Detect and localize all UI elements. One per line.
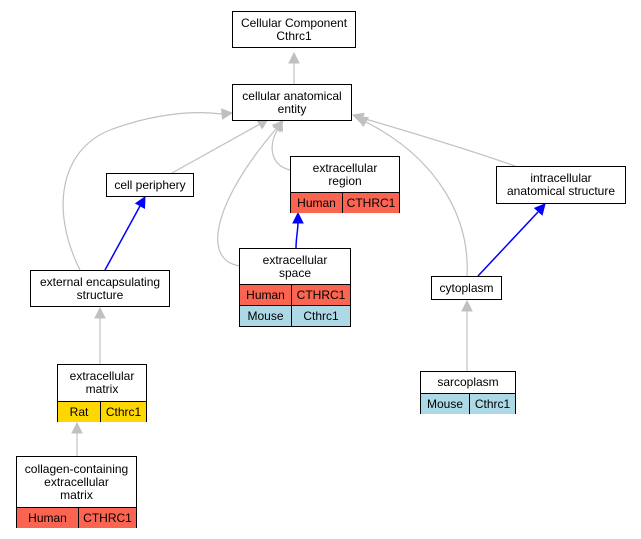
node-encap-line-2: structure (76, 287, 124, 302)
node-external-encapsulating-structure[interactable]: external encapsulating structure (30, 270, 170, 307)
node-ecspace-line-1: extracellular (262, 252, 328, 267)
arrowhead (533, 203, 546, 216)
annotation-row: Human CTHRC1 (291, 192, 399, 213)
annotation-row: Mouse Cthrc1 (240, 305, 350, 326)
node-ecspace-line-2: space (278, 265, 312, 280)
edge-cytoplasm-to-cae (356, 116, 468, 277)
arrowhead (288, 51, 300, 64)
node-sarcoplasm[interactable]: sarcoplasm Mouse Cthrc1 (420, 371, 516, 414)
species-cell-human: Human (240, 285, 291, 305)
edge-ecspace-to-cae (217, 120, 284, 267)
species-cell-human: Human (291, 193, 342, 213)
node-extracellular-region[interactable]: extracellular region Human CTHRC1 (290, 156, 400, 213)
node-cae-line-2: entity (277, 101, 307, 116)
node-intracellular-anatomical-structure[interactable]: intracellular anatomical structure (496, 166, 626, 204)
species-cell-rat: Rat (58, 402, 100, 422)
edge-collagen-to-ecm (71, 421, 83, 456)
edge-ecm-to-encap (94, 306, 106, 364)
node-intracellular-line-2: anatomical structure (506, 184, 616, 198)
node-root-line-1: Cellular Component (240, 15, 348, 30)
node-sarcoplasm-line-1: sarcoplasm (437, 375, 499, 389)
arrowhead (71, 421, 83, 434)
node-collagen-line-3: matrix (60, 487, 93, 502)
annotation-row: Rat Cthrc1 (58, 401, 146, 422)
gene-cell: Cthrc1 (469, 394, 515, 414)
node-encap-line-1: external encapsulating (39, 274, 161, 289)
node-cytoplasm[interactable]: cytoplasm (431, 276, 502, 300)
arrowhead (461, 299, 473, 312)
edge-cae-to-root (288, 51, 300, 84)
arrowhead (134, 196, 146, 210)
node-root[interactable]: Cellular Component Cthrc1 (232, 11, 356, 48)
node-ecm-line-1: extracellular (69, 369, 135, 383)
annotation-row: Human CTHRC1 (240, 284, 350, 305)
edge-encap-to-periphery (104, 196, 146, 271)
node-periphery-line-1: cell periphery (114, 177, 186, 192)
node-cytoplasm-line-1: cytoplasm (439, 280, 494, 295)
node-root-line-2: Cthrc1 (276, 28, 312, 43)
species-cell-human: Human (17, 508, 78, 528)
annotation-row: Mouse Cthrc1 (421, 393, 515, 414)
arrowhead (271, 120, 284, 133)
arrowhead (292, 211, 304, 224)
arrowhead (221, 108, 234, 120)
gene-cell: CTHRC1 (78, 508, 136, 528)
edge-ecspace-to-ecregion (292, 211, 304, 249)
edge-cytoplasm-to-intracellular (477, 203, 546, 277)
node-intracellular-line-1: intracellular (530, 171, 592, 185)
species-cell-mouse: Mouse (421, 394, 469, 414)
annotation-row: Human CTHRC1 (17, 507, 136, 528)
node-collagen-line-2: extracellular (44, 474, 109, 489)
node-cae-line-1: cellular anatomical (242, 88, 342, 103)
gene-cell: CTHRC1 (291, 285, 350, 305)
edge-periphery-to-cae (171, 118, 269, 174)
edge-sarcoplasm-to-cytoplasm (461, 299, 473, 371)
edge-encap-to-cae (62, 108, 234, 271)
node-ecregion-line-2: region (328, 173, 362, 188)
node-ecregion-line-1: extracellular (312, 160, 378, 175)
node-collagen-line-1: collagen-containing (24, 461, 129, 476)
node-extracellular-space[interactable]: extracellular space Human CTHRC1 Mouse C… (239, 248, 351, 327)
arrowhead (94, 306, 106, 319)
gene-cell: Cthrc1 (291, 306, 350, 326)
node-cell-periphery[interactable]: cell periphery (106, 173, 194, 197)
node-ecm-line-2: matrix (85, 382, 119, 396)
species-cell-mouse: Mouse (240, 306, 291, 326)
node-collagen-containing-extracellular-matrix[interactable]: collagen-containing extracellular matrix… (16, 456, 137, 528)
arrowhead (356, 116, 370, 128)
gene-cell: Cthrc1 (100, 402, 146, 422)
gene-cell: CTHRC1 (342, 193, 399, 213)
node-cellular-anatomical-entity[interactable]: cellular anatomical entity (232, 84, 352, 121)
node-extracellular-matrix[interactable]: extracellular matrix Rat Cthrc1 (57, 364, 147, 422)
